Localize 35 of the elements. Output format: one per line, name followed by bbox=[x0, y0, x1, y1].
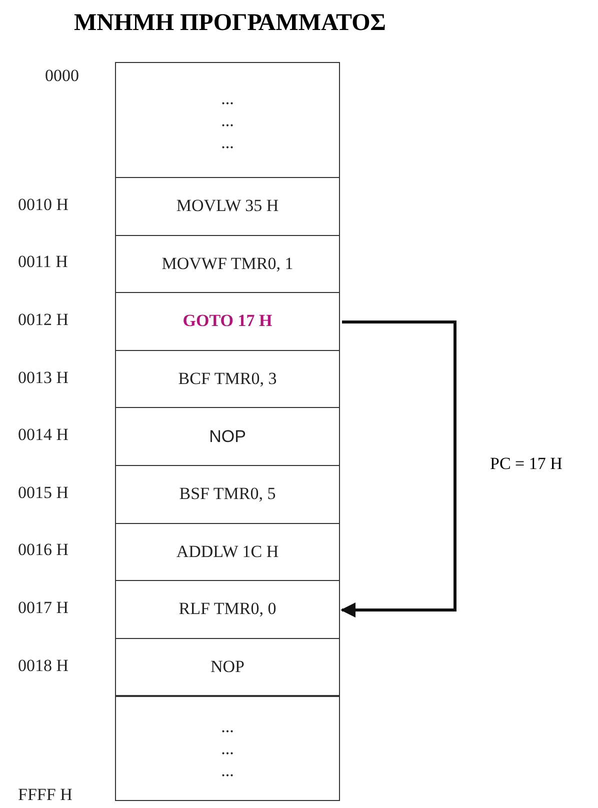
address-label: 0016 H bbox=[18, 540, 69, 560]
instruction-text: ADDLW 1C H bbox=[176, 542, 279, 562]
instruction-text: MOVLW 35 H bbox=[176, 196, 279, 216]
memory-cell bbox=[115, 465, 340, 524]
address-label: 0012 H bbox=[18, 310, 69, 330]
memory-cell bbox=[115, 292, 340, 351]
address-label: 0017 H bbox=[18, 598, 69, 618]
diagram-title: ΜΝΗΜΗ ΠΡΟΓΡΑΜΜΑΤΟΣ bbox=[73, 10, 387, 37]
memory-cell bbox=[115, 62, 340, 179]
instruction-text: ... ... ... bbox=[220, 716, 235, 782]
memory-cell bbox=[115, 638, 340, 696]
jump-arrow bbox=[340, 320, 456, 618]
instruction-text: BSF TMR0, 5 bbox=[179, 484, 276, 504]
memory-cell bbox=[115, 350, 340, 408]
address-label: 0013 H bbox=[18, 368, 69, 388]
address-label: FFFF H bbox=[18, 785, 72, 805]
memory-cell bbox=[115, 177, 340, 236]
memory-cell bbox=[115, 234, 340, 294]
memory-cell bbox=[115, 696, 340, 801]
memory-cell bbox=[115, 407, 340, 466]
memory-cell bbox=[115, 580, 340, 639]
address-label: 0011 H bbox=[18, 252, 68, 272]
instruction-text: NOP bbox=[210, 657, 244, 678]
memory-cell bbox=[115, 522, 340, 582]
instruction-text: BCF TMR0, 3 bbox=[178, 369, 277, 390]
instruction-text: MOVWF TMR0, 1 bbox=[162, 254, 294, 274]
address-label: 0015 H bbox=[18, 482, 69, 503]
instruction-text: NOP bbox=[209, 426, 246, 447]
instruction-text: GOTO 17 H bbox=[182, 311, 272, 332]
instruction-text: ... ... ... bbox=[220, 88, 235, 154]
address-label: 0014 H bbox=[18, 425, 69, 446]
address-label: 0018 H bbox=[18, 656, 69, 676]
instruction-text: RLF TMR0, 0 bbox=[178, 599, 276, 620]
address-label: 0010 H bbox=[18, 194, 69, 215]
address-label: 0000 bbox=[45, 66, 79, 86]
